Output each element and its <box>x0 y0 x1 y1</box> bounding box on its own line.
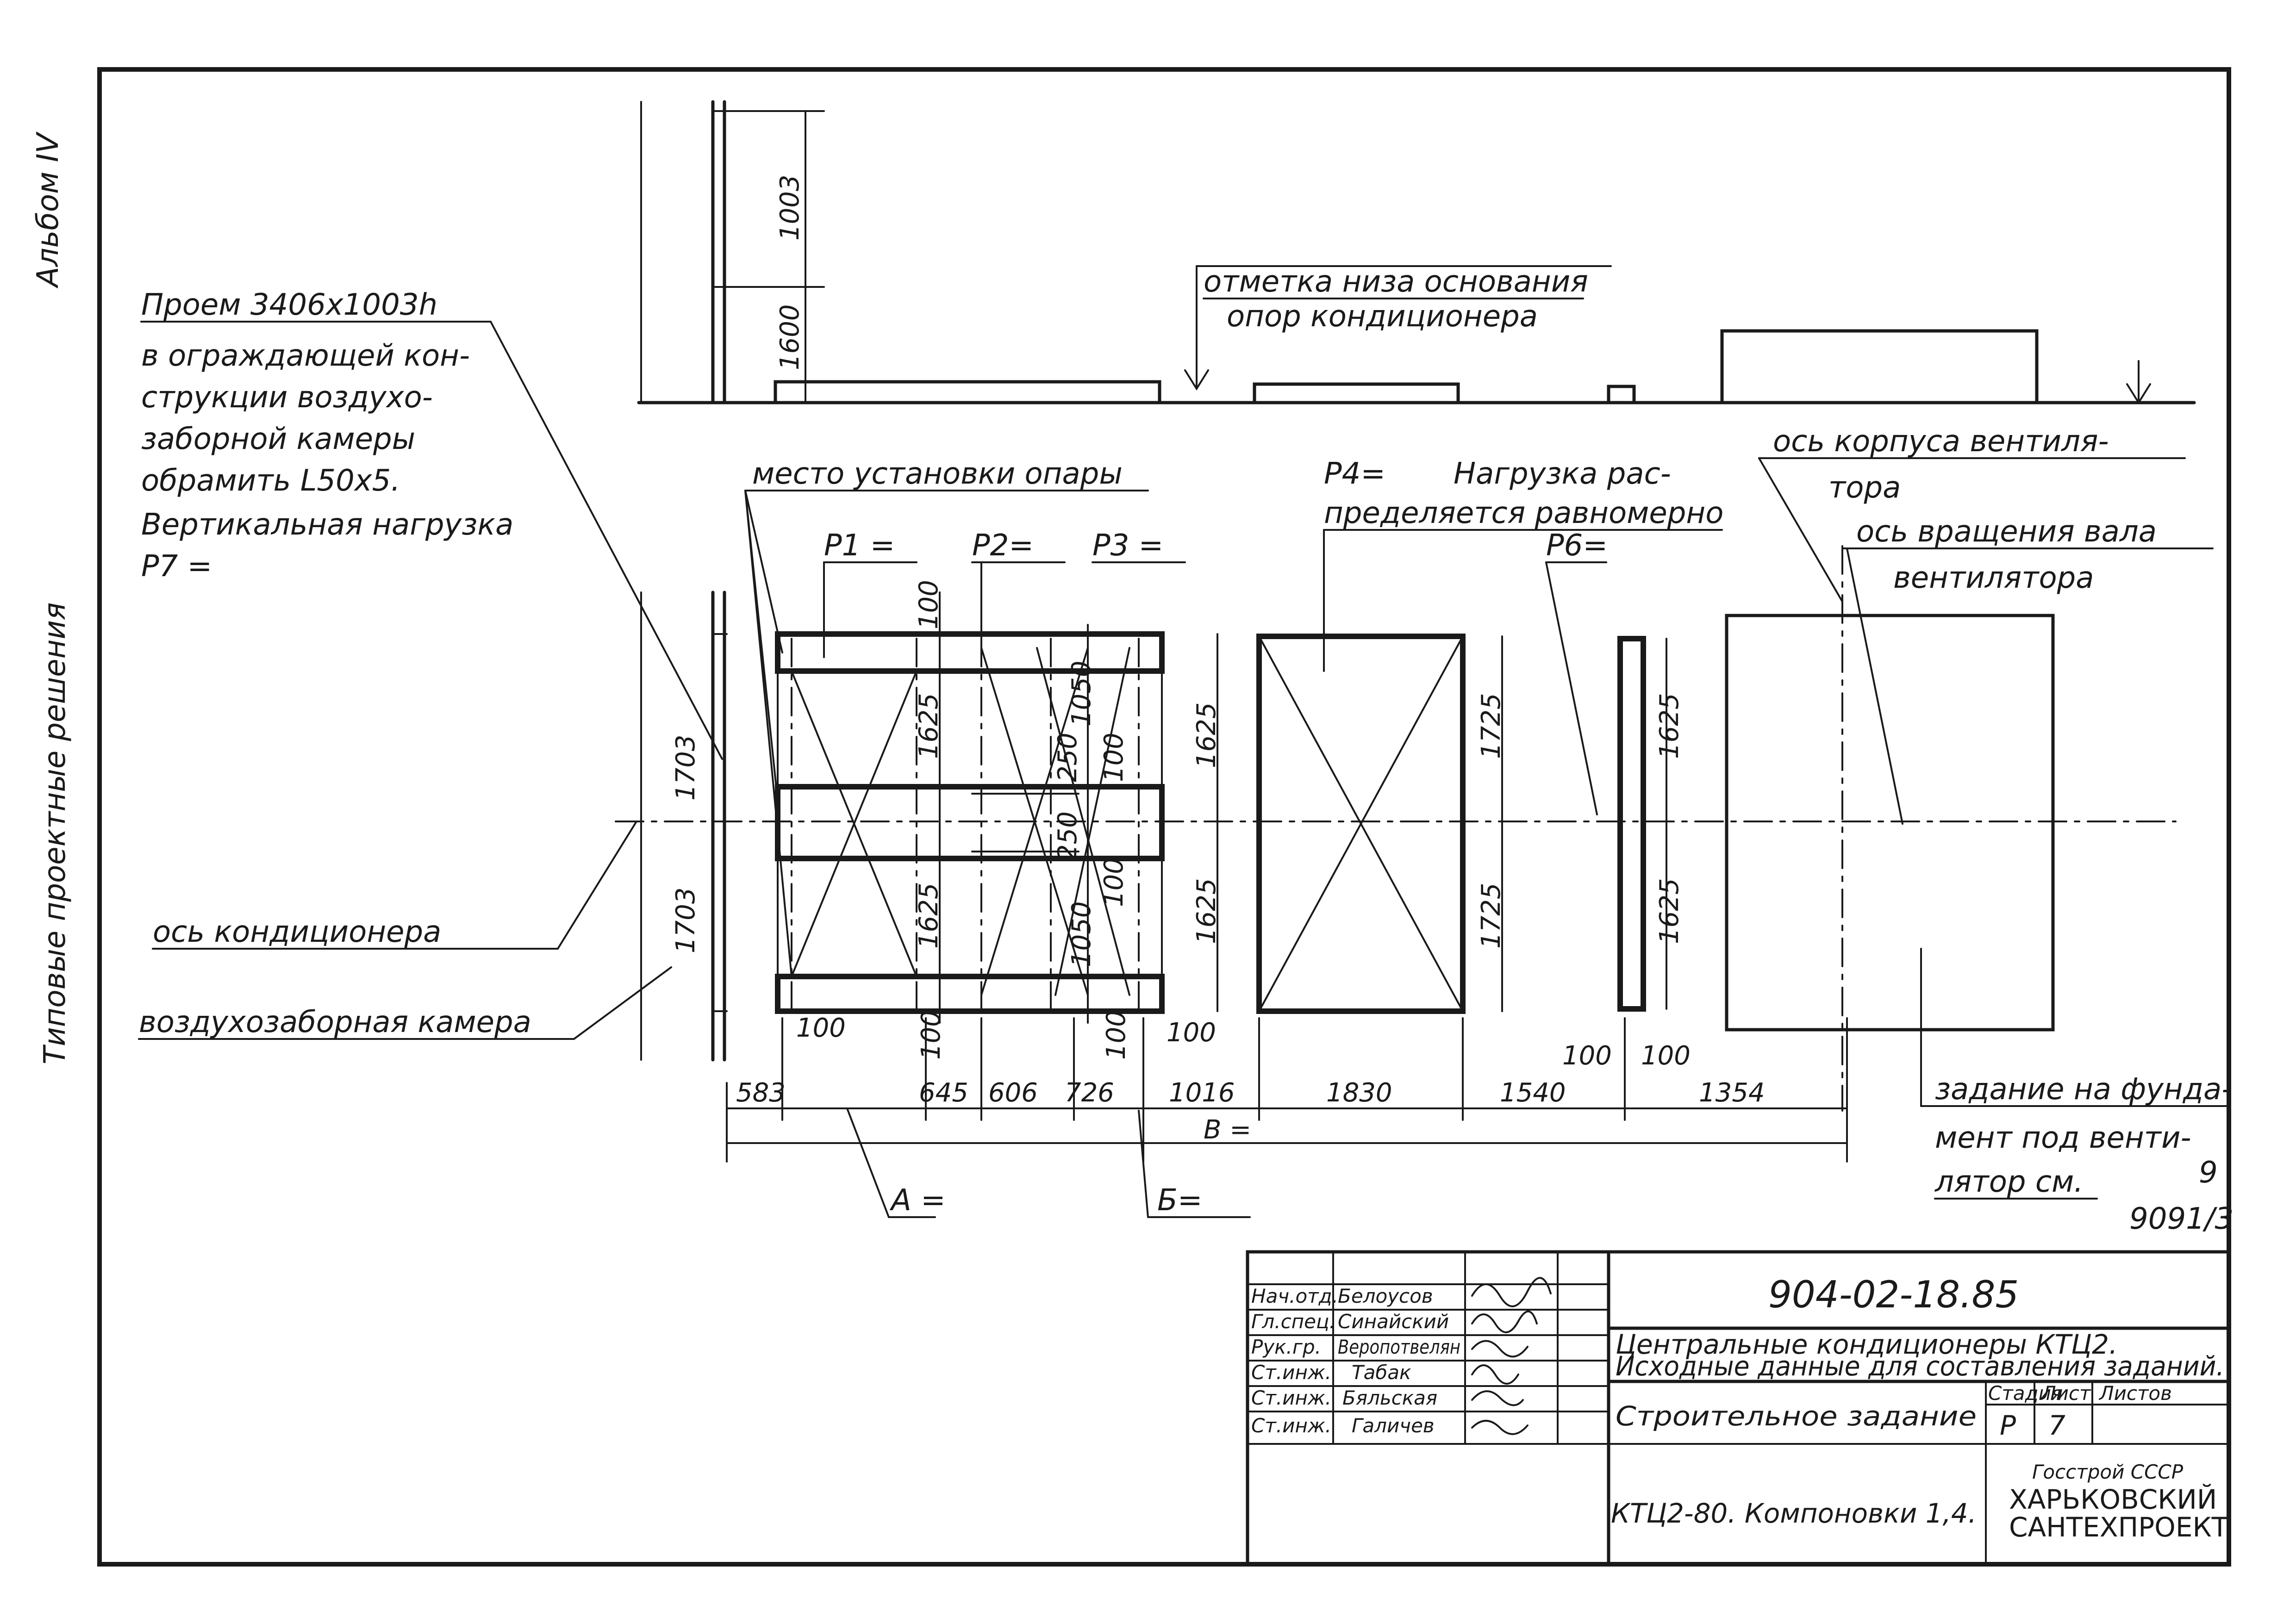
dim-100-h: 100 <box>1562 1041 1612 1071</box>
label-b: Б= <box>1157 1183 1203 1218</box>
dim-1540: 1540 <box>1500 1078 1566 1108</box>
name-tabak: Табак <box>1352 1361 1411 1384</box>
dim-100-i: 100 <box>1641 1041 1691 1071</box>
dim-1625-c: 1625 <box>1192 702 1222 768</box>
dim-606: 606 <box>988 1078 1038 1108</box>
doc-title-line1: Центральные кондиционеры КТЦ2. <box>1616 1329 2117 1360</box>
fan-body-axis-line2: тора <box>1828 471 1901 505</box>
opening-note-line6: Вертикальная нагрузка <box>141 508 513 542</box>
title-block: Нач.отд. Гл.спец. Рук.гр. Ст.инж. Ст.инж… <box>1246 1250 2231 1566</box>
dim-100-b: 100 <box>1099 733 1129 782</box>
intake-chamber-label: воздухозаборная камера <box>139 1005 531 1039</box>
opening-note-line7: P7 = <box>141 549 212 584</box>
dim-1354: 1354 <box>1699 1078 1765 1108</box>
reference-number: 9 <box>2199 1156 2218 1190</box>
dim-100-d: 100 <box>796 1013 846 1043</box>
fan-body-axis-line1: ось корпуса вентиля- <box>1773 424 2109 459</box>
dim-1625-e: 1625 <box>1654 693 1685 759</box>
elev-dim-1003: 1003 <box>775 174 805 241</box>
dim-1625-f: 1625 <box>1654 878 1685 944</box>
dim-250-b: 250 <box>1053 811 1083 861</box>
load-p3-label: P3 = <box>1092 529 1163 563</box>
dim-1703-lower: 1703 <box>671 887 701 953</box>
foundation-note-line3: лятор см. <box>1934 1165 2084 1199</box>
dim-1050-b: 1050 <box>1067 901 1097 967</box>
dim-1016: 1016 <box>1169 1078 1235 1108</box>
load-p2-label: P2= <box>972 529 1034 563</box>
role-senior-eng-2: Ст.инж. <box>1251 1387 1331 1409</box>
org-line2: ХАРЬКОВСКИЙ <box>2009 1483 2217 1515</box>
stage-value: Р <box>2000 1410 2016 1441</box>
dim-1050-a: 1050 <box>1067 660 1097 727</box>
dim-250-a: 250 <box>1053 733 1083 782</box>
dim-1703-upper: 1703 <box>671 734 701 801</box>
role-group-lead: Рук.гр. <box>1251 1336 1321 1358</box>
foundation-note-line1: задание на фунда- <box>1935 1072 2232 1107</box>
sheet-value: 7 <box>2048 1410 2065 1441</box>
side-typical-solutions-label: Типовые проектные решения <box>38 602 72 1064</box>
org-line1: Госстрой СССР <box>2032 1461 2184 1483</box>
doc-title-line2: Исходные данные для составления заданий. <box>1616 1350 2224 1382</box>
dim-100-g: 100 <box>1167 1018 1216 1048</box>
fan-shaft-axis-line2: вентилятора <box>1893 561 2094 595</box>
base-mark-note-line2: опор кондиционера <box>1227 299 1538 334</box>
opening-note-line5: обрамить L50x5. <box>141 464 400 498</box>
dim-1625-b: 1625 <box>914 883 944 949</box>
load-p4-label: P4= <box>1324 457 1385 491</box>
opening-note-line1: Проем 3406x1003h <box>141 288 437 322</box>
opening-note-line3: струкции воздухо- <box>141 380 433 415</box>
dim-100-e: 100 <box>916 1010 946 1060</box>
support-place-label: место установки опары <box>752 457 1123 491</box>
dim-100-f: 100 <box>1101 1010 1131 1060</box>
fan-shaft-axis-line1: ось вращения вала <box>1856 515 2157 549</box>
drawing-frame <box>97 67 2231 1567</box>
role-head-dept: Нач.отд. <box>1251 1285 1338 1307</box>
load-p6-label: P6= <box>1546 529 1608 563</box>
plan-view: 1703 1703 100 1625 1625 250 1050 100 250… <box>138 424 2234 1236</box>
name-belousov: Белоусов <box>1338 1285 1433 1307</box>
dim-1830: 1830 <box>1326 1078 1392 1108</box>
drawing-reference: КТЦ2-80. Компоновки 1,4. <box>1611 1498 1977 1529</box>
conditioner-axis-label: ось кондиционера <box>153 915 441 949</box>
dim-1625-d: 1625 <box>1192 878 1222 944</box>
elev-dim-1600: 1600 <box>775 304 805 370</box>
foundation-note-line2: мент под венти- <box>1935 1121 2191 1155</box>
opening-note-line4: заборной камеры <box>141 422 415 456</box>
dim-583: 583 <box>736 1078 786 1108</box>
signatures <box>1471 1277 1552 1435</box>
dim-1725-b: 1725 <box>1476 883 1506 949</box>
name-galichev: Галичев <box>1352 1414 1435 1437</box>
name-veropotvelyan: Веропотвелян <box>1338 1336 1460 1358</box>
dim-645: 645 <box>919 1078 968 1108</box>
reference-denominator: 9091/3 <box>2129 1202 2234 1236</box>
name-byalskaya: Бяльская <box>1342 1387 1437 1409</box>
dim-726: 726 <box>1065 1078 1114 1108</box>
sheet-title: Строительное задание <box>1616 1400 1977 1432</box>
label-a: A = <box>889 1183 946 1218</box>
elevation-view: 1003 1600 отметка низа основания опор ко… <box>637 100 2196 404</box>
base-mark-note-line1: отметка низа основания <box>1204 265 1588 299</box>
dim-1625-a: 1625 <box>914 693 944 759</box>
name-sinaisky: Синайский <box>1338 1310 1449 1333</box>
org-line3: САНТЕХПРОЕКТ <box>2009 1511 2228 1543</box>
doc-number: 904-02-18.85 <box>1768 1273 2019 1316</box>
sheet-label: Лист <box>2040 1382 2091 1405</box>
opening-note: Проем 3406x1003h в ограждающей кон- стру… <box>140 288 723 760</box>
opening-note-line2: в ограждающей кон- <box>141 339 470 373</box>
dim-1725-a: 1725 <box>1476 693 1506 759</box>
role-senior-eng-3: Ст.инж. <box>1251 1414 1331 1437</box>
dim-100-c: 100 <box>1099 858 1129 907</box>
load-note-line2: пределяется равномерно <box>1324 496 1723 530</box>
load-note-line1: Нагрузка рас- <box>1454 457 1671 491</box>
role-senior-eng-1: Ст.инж. <box>1251 1361 1331 1384</box>
role-chief-spec: Гл.спец. <box>1251 1310 1335 1333</box>
sheets-label: Листов <box>2098 1382 2172 1405</box>
dim-100-top: 100 <box>914 580 944 629</box>
side-album-label: Альбом IV <box>31 131 65 289</box>
stage-label: Стадия <box>1988 1382 2063 1405</box>
load-p1-label: P1 = <box>824 529 895 563</box>
dim-v-total: B = <box>1204 1115 1251 1145</box>
